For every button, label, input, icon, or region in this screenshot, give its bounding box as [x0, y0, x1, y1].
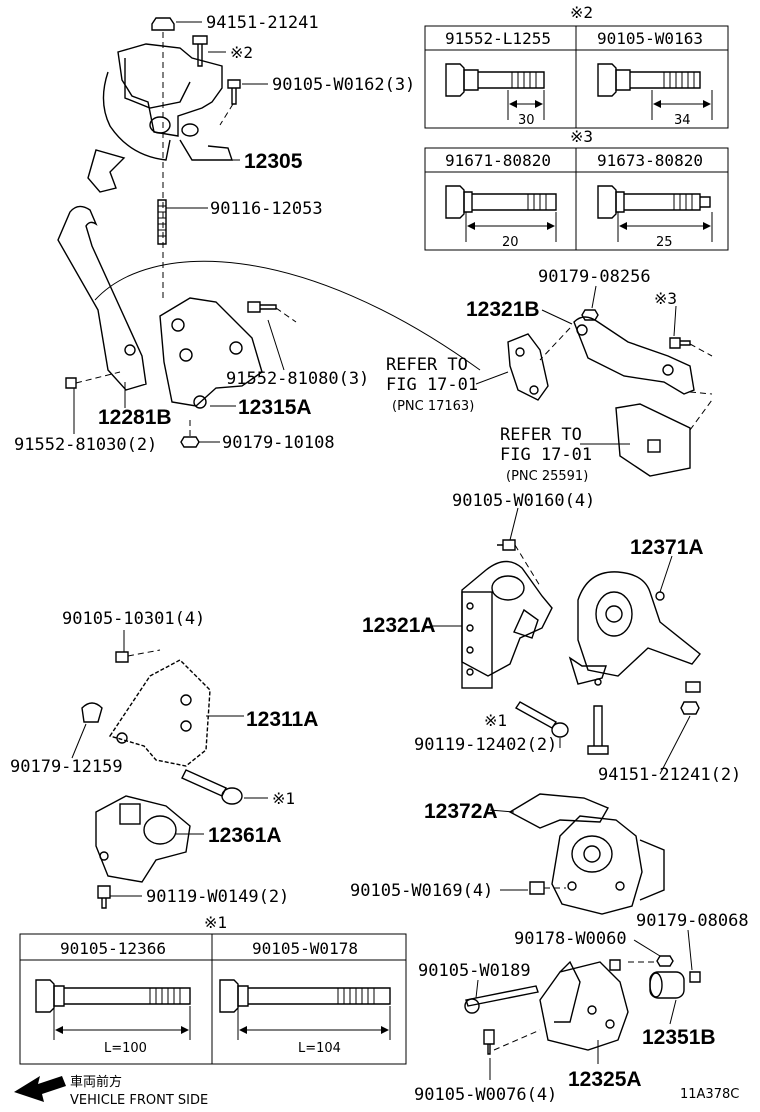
label-94151-21241-2: 94151-21241(2) [598, 765, 741, 785]
bolt-90119-12402-drawing [514, 701, 700, 775]
table3-mark: ※3 [570, 127, 593, 146]
label-90178-W0060: 90178-W0060 [514, 929, 627, 949]
bracket-12325A-drawing [464, 959, 629, 1064]
figure-code: 11A378C [680, 1087, 739, 1102]
bracket-12315A-drawing [159, 297, 297, 448]
leader-lines [73, 21, 693, 1080]
label-mark3-right: ※3 [654, 289, 677, 308]
label-12325A: 12325A [568, 1068, 642, 1091]
table2-length-1: 30 [518, 113, 535, 128]
bracket-12321B-drawing [539, 309, 713, 395]
bolt-90119-W0149-drawing [97, 885, 142, 909]
table3-header-2: 91673-80820 [597, 151, 703, 170]
table1-header-2: 90105-W0178 [252, 939, 358, 958]
stud-90116-drawing [157, 199, 208, 245]
label-90179-08068: 90179-08068 [636, 911, 749, 931]
table3-header-1: 91671-80820 [445, 151, 551, 170]
label-90105-W0076: 90105-W0076(4) [414, 1085, 557, 1105]
refer2-line3: (PNC 25591) [506, 469, 588, 484]
label-mark1-b: ※1 [484, 711, 507, 730]
refer-bracket-17163 [507, 333, 549, 401]
label-12281B: 12281B [98, 406, 172, 429]
label-90179-10108: 90179-10108 [222, 433, 335, 453]
routing-curve [94, 260, 481, 371]
label-12305: 12305 [244, 150, 303, 173]
label-90116-12053: 90116-12053 [210, 199, 323, 219]
refer2-line1: REFER TO [500, 425, 582, 445]
label-12315A: 12315A [238, 396, 312, 419]
label-12372A: 12372A [424, 800, 498, 823]
table2-mark: ※2 [570, 3, 593, 22]
table2-header-1: 91552-L1255 [445, 29, 551, 48]
label-12371A: 12371A [630, 536, 704, 559]
label-90105-W0162: 90105-W0162(3) [272, 75, 415, 95]
table-1 [19, 933, 407, 1065]
label-90119-W0149: 90119-W0149(2) [146, 887, 289, 907]
table-3 [424, 147, 729, 251]
bracket-12311A-drawing [71, 649, 243, 805]
table2-length-2: 34 [674, 113, 691, 128]
label-12321B: 12321B [466, 298, 540, 321]
front-label-en: VEHICLE FRONT SIDE [70, 1093, 208, 1108]
label-12321A: 12321A [362, 614, 436, 637]
refer2-line2: FIG 17-01 [500, 445, 592, 465]
mount-12305-drawing [87, 17, 241, 300]
table1-mark: ※1 [204, 913, 227, 932]
label-91552-81030: 91552-81030(2) [14, 435, 157, 455]
front-label-jp: 車両前方 [70, 1074, 122, 1090]
label-90105-W0169: 90105-W0169(4) [350, 881, 493, 901]
table3-length-1: 20 [502, 235, 519, 250]
label-91552-81080: 91552-81080(3) [226, 369, 369, 389]
label-90105-W0189: 90105-W0189 [418, 961, 531, 981]
label-90179-12159: 90179-12159 [10, 757, 123, 777]
bracket-12281B-drawing [57, 205, 147, 408]
label-90179-08256: 90179-08256 [538, 267, 651, 287]
label-12311A: 12311A [246, 708, 318, 731]
table3-length-2: 25 [656, 235, 673, 250]
table1-length-2: L=104 [298, 1041, 341, 1056]
label-90105-10301: 90105-10301(4) [62, 609, 205, 629]
label-12351B: 12351B [642, 1026, 716, 1049]
table2-header-2: 90105-W0163 [597, 29, 703, 48]
label-mark2-top: ※2 [230, 43, 253, 62]
refer1-line1: REFER TO [386, 355, 468, 375]
front-arrow-icon [14, 1076, 66, 1102]
table-2 [424, 25, 729, 129]
label-12361A: 12361A [208, 824, 282, 847]
table1-header-1: 90105-12366 [60, 939, 166, 958]
bushing-12351B-drawing [628, 955, 701, 999]
mount-12321A-drawing [432, 539, 553, 689]
label-mark1-a: ※1 [272, 789, 295, 808]
refer1-line3: (PNC 17163) [392, 399, 474, 414]
refer-bracket-25591 [580, 399, 713, 477]
label-90119-12402: 90119-12402(2) [414, 735, 557, 755]
mount-12371A-drawing [568, 555, 701, 693]
label-90105-W0160: 90105-W0160(4) [452, 491, 595, 511]
mount-12361A-drawing [95, 795, 204, 883]
label-94151-21241-top: 94151-21241 [206, 13, 319, 33]
table1-length-1: L=100 [104, 1041, 147, 1056]
refer1-line2: FIG 17-01 [386, 375, 478, 395]
mount-12372A-drawing [508, 793, 665, 915]
